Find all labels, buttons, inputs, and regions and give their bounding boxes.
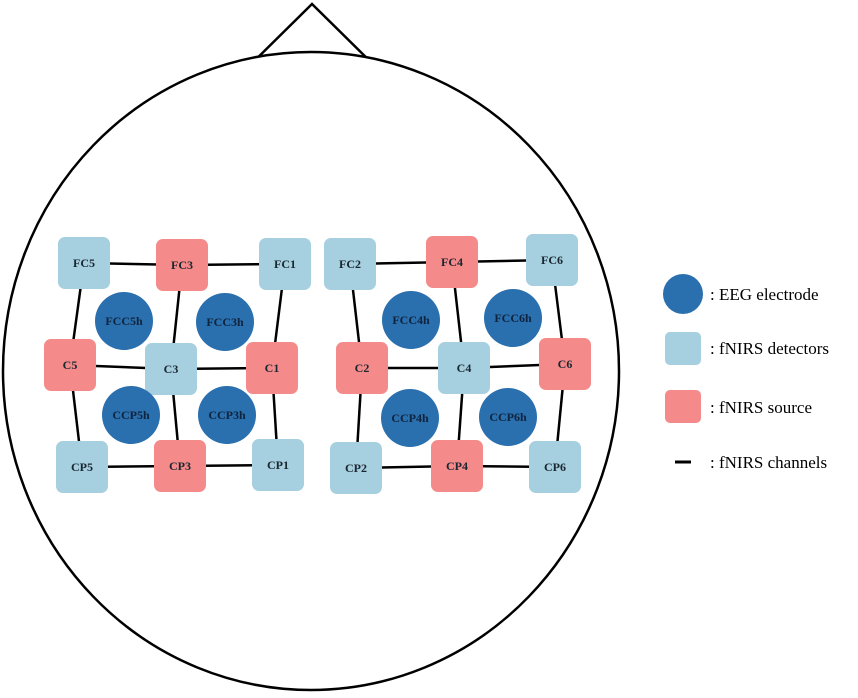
optode-c1-box — [246, 342, 298, 394]
optode-fc5: FC5 — [58, 237, 110, 289]
legend-detector-swatch — [665, 332, 701, 365]
optode-fc3: FC3 — [156, 239, 208, 291]
eeg-ccp4h-label: CCP4h — [391, 411, 429, 425]
optode-c4-label: C4 — [457, 361, 472, 375]
optode-c5-box — [44, 339, 96, 391]
optode-c3: C3 — [145, 343, 197, 395]
optode-fc2-label: FC2 — [339, 257, 361, 271]
optode-fc5-label: FC5 — [73, 256, 95, 270]
optode-cp1-label: CP1 — [267, 458, 289, 472]
optode-c2-label: C2 — [355, 361, 370, 375]
head-outline — [1, 2, 621, 692]
head-circle — [1, 50, 621, 692]
eeg-ccp5h-label: CCP5h — [112, 408, 150, 422]
optode-fc6: FC6 — [526, 234, 578, 286]
optode-c1: C1 — [246, 342, 298, 394]
eeg-fcc4h-circle — [382, 291, 440, 349]
optode-c3-label: C3 — [164, 362, 179, 376]
optode-cp2: CP2 — [330, 442, 382, 494]
optode-fc4: FC4 — [426, 236, 478, 288]
optode-cp6-label: CP6 — [544, 460, 566, 474]
optode-c5-label: C5 — [63, 358, 78, 372]
eeg-fcc4h: FCC4h — [382, 291, 440, 349]
optode-cp3-box — [154, 440, 206, 492]
legend-eeg-swatch — [663, 274, 703, 314]
eeg-ccp5h: CCP5h — [102, 386, 160, 444]
optode-cp1: CP1 — [252, 439, 304, 491]
eeg-ccp3h-label: CCP3h — [208, 408, 246, 422]
eeg-fcc5h: FCC5h — [95, 292, 153, 350]
optode-fc6-label: FC6 — [541, 253, 563, 267]
legend-channel-label: : fNIRS channels — [710, 453, 827, 472]
optode-fc2-box — [324, 238, 376, 290]
eeg-fcc3h: FCC3h — [196, 293, 254, 351]
optode-fc4-label: FC4 — [441, 255, 463, 269]
optode-c3-box — [145, 343, 197, 395]
eeg-ccp4h-circle — [381, 389, 439, 447]
eeg-fcc5h-circle — [95, 292, 153, 350]
eeg-ccp3h-circle — [198, 386, 256, 444]
eeg-fcc3h-circle — [196, 293, 254, 351]
optode-fc1: FC1 — [259, 238, 311, 290]
eeg-fcc4h-label: FCC4h — [392, 313, 430, 327]
eeg-fcc6h-circle — [484, 289, 542, 347]
optode-fc3-box — [156, 239, 208, 291]
optode-c1-label: C1 — [265, 361, 280, 375]
optode-fc4-box — [426, 236, 478, 288]
optode-cp6-box — [529, 441, 581, 493]
eeg-ccp6h-label: CCP6h — [489, 410, 527, 424]
eeg-ccp3h: CCP3h — [198, 386, 256, 444]
optode-fc1-box — [259, 238, 311, 290]
optode-cp4-label: CP4 — [446, 459, 468, 473]
optode-cp5-box — [56, 441, 108, 493]
optode-cp1-box — [252, 439, 304, 491]
nose-outline — [239, 2, 385, 76]
legend-detector-label: : fNIRS detectors — [710, 339, 829, 358]
eeg-ccp5h-circle — [102, 386, 160, 444]
optode-cp2-box — [330, 442, 382, 494]
optode-cp6: CP6 — [529, 441, 581, 493]
optode-cp3-label: CP3 — [169, 459, 191, 473]
optode-cp4: CP4 — [431, 440, 483, 492]
optode-c5: C5 — [44, 339, 96, 391]
optode-cp5: CP5 — [56, 441, 108, 493]
optode-fc5-box — [58, 237, 110, 289]
optode-fc1-label: FC1 — [274, 257, 296, 271]
eeg-ccp6h-circle — [479, 388, 537, 446]
legend: : EEG electrode : fNIRS detectors : fNIR… — [663, 274, 829, 472]
eeg-ccp4h: CCP4h — [381, 389, 439, 447]
legend-source-label: : fNIRS source — [710, 398, 812, 417]
optode-cp4-box — [431, 440, 483, 492]
optode-c6-label: C6 — [558, 357, 573, 371]
legend-eeg-label: : EEG electrode — [710, 285, 819, 304]
optode-fc2: FC2 — [324, 238, 376, 290]
eeg-fcc6h: FCC6h — [484, 289, 542, 347]
optode-cp3: CP3 — [154, 440, 206, 492]
optode-c4: C4 — [438, 342, 490, 394]
optode-c4-box — [438, 342, 490, 394]
optode-fc3-label: FC3 — [171, 258, 193, 272]
legend-source-swatch — [665, 390, 701, 423]
optode-c2: C2 — [336, 342, 388, 394]
optode-c6-box — [539, 338, 591, 390]
eeg-fcc3h-label: FCC3h — [206, 315, 244, 329]
optode-c6: C6 — [539, 338, 591, 390]
optode-fc6-box — [526, 234, 578, 286]
eeg-fcc5h-label: FCC5h — [105, 314, 143, 328]
eeg-ccp6h: CCP6h — [479, 388, 537, 446]
optode-c2-box — [336, 342, 388, 394]
optode-cp2-label: CP2 — [345, 461, 367, 475]
optode-cp5-label: CP5 — [71, 460, 93, 474]
eeg-fcc6h-label: FCC6h — [494, 311, 532, 325]
